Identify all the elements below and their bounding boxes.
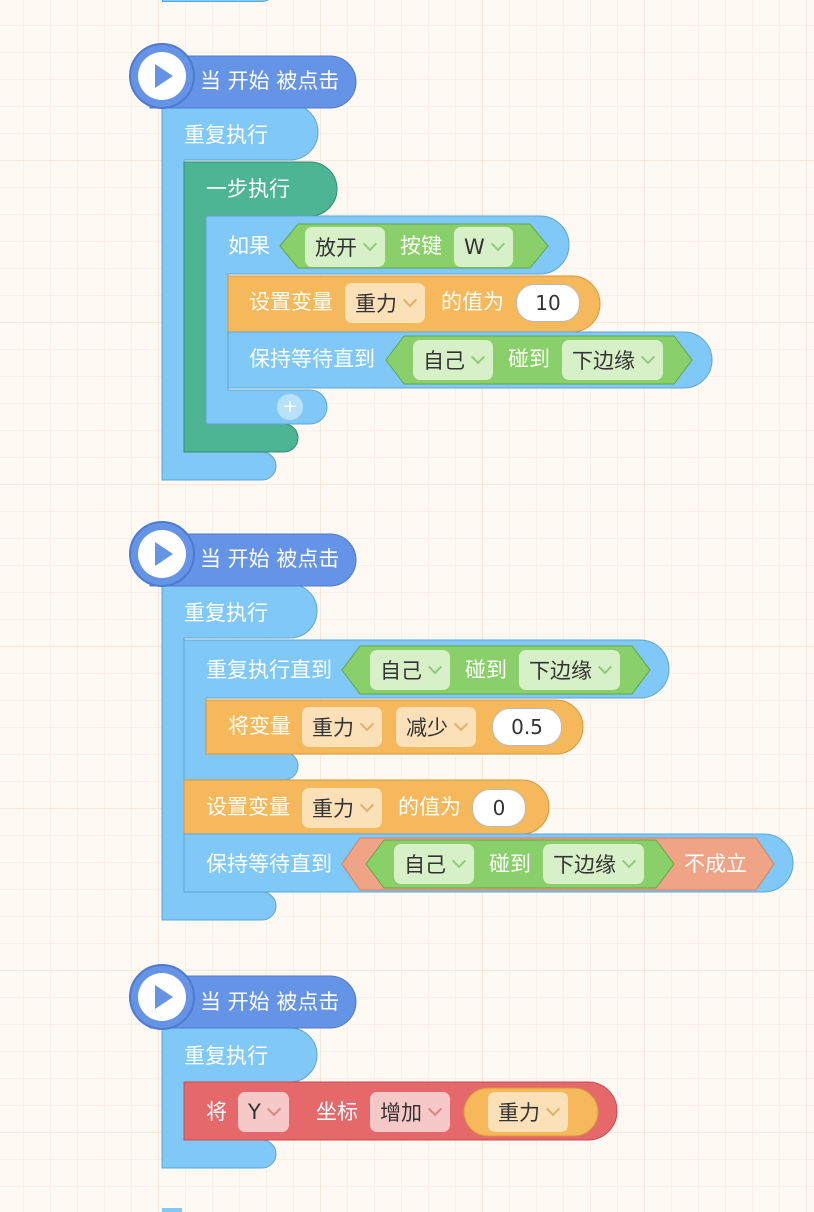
var-dropdown[interactable]: 重力 — [345, 283, 425, 323]
chevron-down-icon — [266, 1102, 281, 1117]
set-var-label: 设置变量 — [206, 795, 290, 819]
sprite-value: 自己 — [404, 853, 446, 877]
coord-label: 坐标 — [316, 1100, 358, 1124]
block-stub-top — [162, 0, 274, 2]
edge-value: 下边缘 — [529, 659, 592, 683]
block-stub-bottom — [162, 1208, 182, 1212]
if-label: 如果 — [228, 234, 270, 258]
forever-label: 重复执行 — [184, 601, 268, 625]
var-dropdown[interactable]: 重力 — [302, 707, 382, 747]
value-input[interactable]: 10 — [516, 284, 580, 322]
forever-label: 重复执行 — [184, 1044, 268, 1068]
hat-label: 当 开始 被点击 — [200, 547, 340, 571]
sprite-value: 自己 — [423, 349, 465, 373]
sprite-dropdown[interactable]: 自己 — [413, 340, 493, 380]
key-state-value: 放开 — [315, 236, 357, 260]
var-dropdown[interactable]: 重力 — [302, 788, 382, 828]
edge-value: 下边缘 — [572, 349, 635, 373]
var-value: 重力 — [312, 797, 354, 821]
hat-label: 当 开始 被点击 — [200, 69, 340, 93]
edge-dropdown[interactable]: 下边缘 — [519, 650, 620, 690]
var-value: 重力 — [355, 292, 397, 316]
touch-label: 碰到 — [465, 658, 507, 682]
axis-value: Y — [248, 1100, 261, 1124]
key-dropdown[interactable]: W — [454, 227, 513, 267]
value-input[interactable]: 0 — [472, 789, 526, 827]
sprite-dropdown[interactable]: 自己 — [370, 650, 450, 690]
forever-label: 重复执行 — [184, 123, 268, 147]
var-value: 重力 — [312, 716, 354, 740]
op-value: 减少 — [406, 716, 448, 740]
touch-label: 碰到 — [489, 852, 531, 876]
set-value-label: 的值为 — [441, 290, 504, 314]
sprite-dropdown[interactable]: 自己 — [394, 844, 474, 884]
chevron-down-icon — [427, 1102, 443, 1117]
value-input[interactable]: 0.5 — [492, 708, 562, 746]
not-label: 不成立 — [684, 852, 747, 876]
wait-until-label: 保持等待直到 — [249, 347, 375, 371]
edge-value: 下边缘 — [553, 853, 616, 877]
var-value: 重力 — [498, 1101, 540, 1125]
axis-dropdown[interactable]: Y — [238, 1092, 289, 1132]
edge-dropdown[interactable]: 下边缘 — [562, 340, 663, 380]
key-label: 按键 — [400, 234, 442, 258]
hat-label: 当 开始 被点击 — [200, 990, 340, 1014]
wait-until-label: 保持等待直到 — [206, 852, 332, 876]
key-state-dropdown[interactable]: 放开 — [305, 227, 385, 267]
op-dropdown[interactable]: 增加 — [370, 1092, 450, 1132]
key-value: W — [464, 235, 485, 259]
op-value: 增加 — [380, 1101, 422, 1125]
plus-icon[interactable]: + — [276, 393, 304, 421]
var-dropdown[interactable]: 重力 — [488, 1092, 568, 1132]
edge-dropdown[interactable]: 下边缘 — [543, 844, 644, 884]
play-icon[interactable] — [138, 973, 186, 1021]
touch-label: 碰到 — [508, 347, 550, 371]
op-dropdown[interactable]: 减少 — [396, 707, 476, 747]
sprite-value: 自己 — [380, 659, 422, 683]
repeat-until-label: 重复执行直到 — [206, 658, 332, 682]
move-label: 将 — [206, 1100, 227, 1124]
set-value-label: 的值为 — [398, 795, 461, 819]
chevron-down-icon — [545, 1102, 561, 1117]
set-var-label: 设置变量 — [249, 290, 333, 314]
step-label: 一步执行 — [206, 177, 290, 201]
change-var-label: 将变量 — [228, 714, 291, 738]
